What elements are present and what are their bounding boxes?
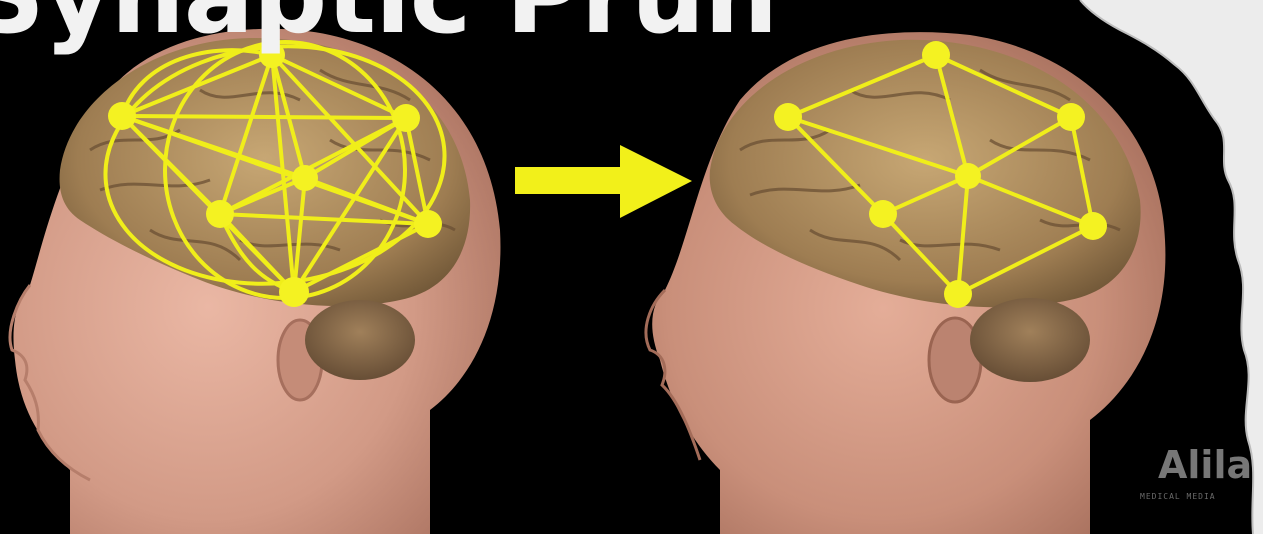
neuron-node (206, 200, 234, 228)
neuron-node (292, 165, 318, 191)
adult-head (646, 32, 1165, 534)
neuron-node (1057, 103, 1085, 131)
right-arrow-icon (515, 145, 692, 218)
neuron-node (414, 210, 442, 238)
neuron-node (922, 41, 950, 69)
neuron-node (392, 104, 420, 132)
neuron-node (774, 103, 802, 131)
neuron-node (1079, 212, 1107, 240)
neuron-node (944, 280, 972, 308)
neuron-node (108, 102, 136, 130)
neuron-node (279, 277, 309, 307)
watermark-subtitle: MEDICAL MEDIA (1140, 492, 1216, 501)
child-cerebellum (305, 300, 415, 380)
watermark-logo: Alila (1158, 446, 1252, 484)
neuron-node (955, 163, 981, 189)
adult-cerebellum (970, 298, 1090, 382)
title-text: Synaptic Prun (0, 0, 777, 48)
neuron-node (869, 200, 897, 228)
